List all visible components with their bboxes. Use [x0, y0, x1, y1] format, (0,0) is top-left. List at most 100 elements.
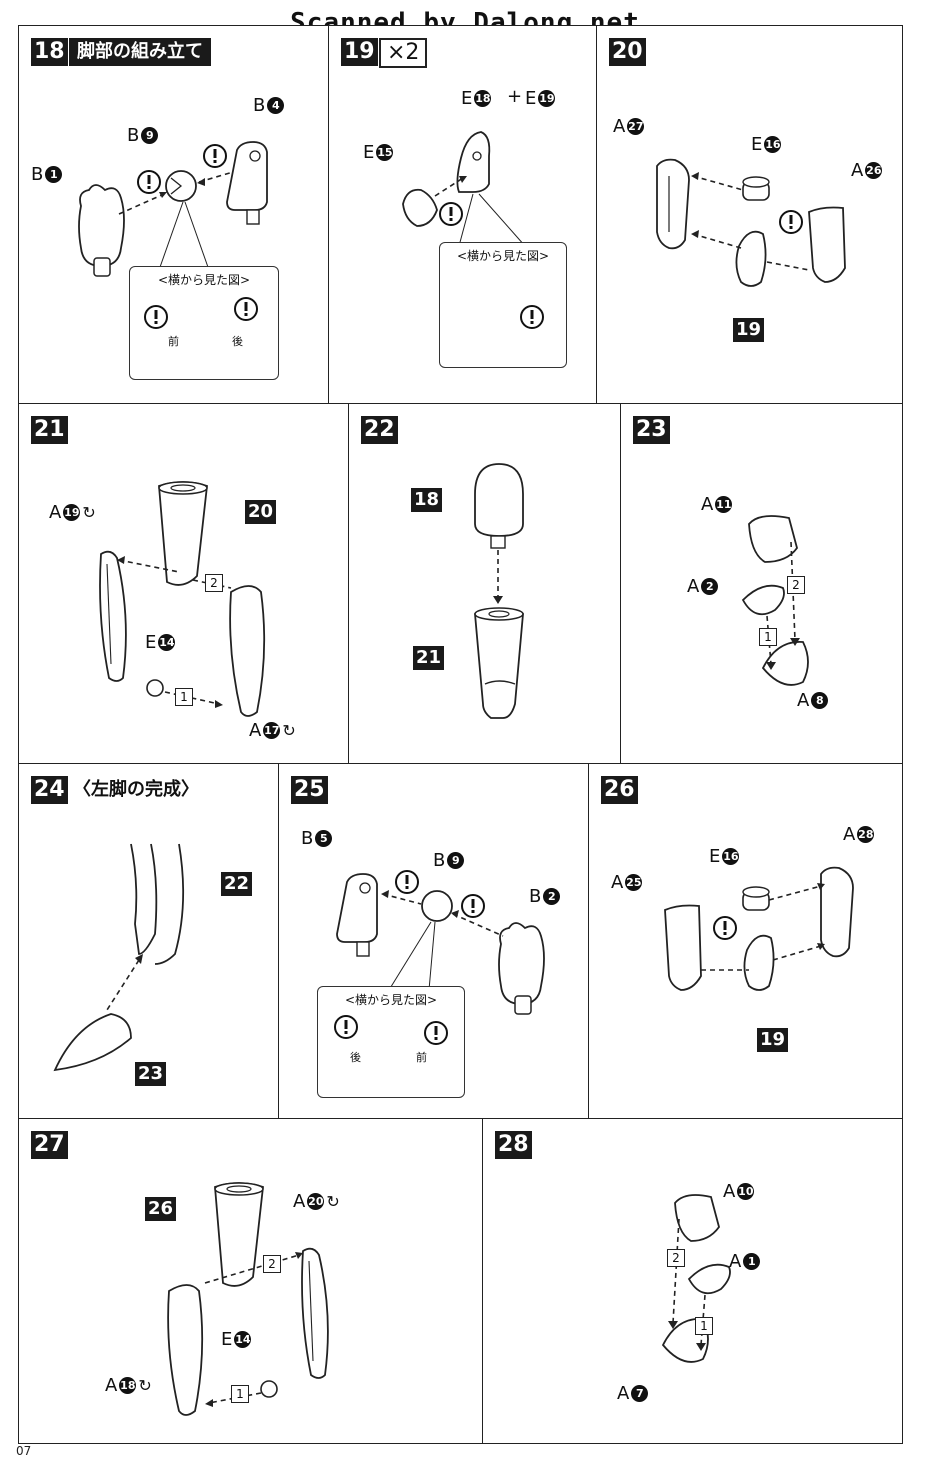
ref-assembly-20: 20	[245, 500, 277, 524]
cement-icon: ↻	[82, 503, 96, 522]
order-marker-2: 2	[205, 574, 223, 592]
step-number: 28	[495, 1131, 532, 1159]
side-view-box: <横から見た図> 前 後	[129, 266, 279, 380]
step-number: 25	[291, 776, 328, 804]
caution-icon	[779, 210, 803, 234]
step-24-panel: 24 〈左脚の完成〉 22 23	[18, 763, 280, 1120]
caution-icon	[137, 170, 161, 194]
front-label: 前	[416, 1051, 427, 1064]
step-title: 〈左脚の完成〉	[73, 779, 199, 800]
step-number: 22	[361, 416, 398, 444]
ref-assembly-21: 21	[413, 646, 445, 670]
order-marker-1: 1	[175, 688, 193, 706]
caution-icon	[424, 1021, 448, 1045]
side-view-box: <横から見た図>	[439, 242, 567, 368]
step-number: 18	[31, 38, 68, 66]
caution-icon	[461, 894, 485, 918]
front-label: 前	[168, 335, 179, 348]
caution-icon	[234, 297, 258, 321]
ref-assembly-23: 23	[135, 1062, 167, 1086]
step-number: 26	[601, 776, 638, 804]
order-marker-1: 1	[759, 628, 777, 646]
caution-icon	[144, 305, 168, 329]
step-number: 23	[633, 416, 670, 444]
ref-assembly-19: 19	[757, 1028, 789, 1052]
step-title: 脚部の組み立て	[69, 38, 211, 66]
order-marker-1: 1	[231, 1385, 249, 1403]
caution-icon	[203, 144, 227, 168]
step-number: 24	[31, 776, 68, 804]
order-marker-2: 2	[667, 1249, 685, 1267]
step-26-diagram	[664, 866, 854, 991]
step-number: 19	[341, 38, 378, 66]
ref-assembly-19: 19	[733, 318, 765, 342]
caution-icon	[520, 305, 544, 329]
step-20-diagram	[656, 158, 846, 287]
ref-assembly-26: 26	[145, 1197, 177, 1221]
step-23-diagram	[741, 515, 809, 686]
caution-icon	[439, 202, 463, 226]
plus-sign: +	[507, 86, 523, 107]
cement-icon: ↻	[138, 1376, 152, 1395]
step-21-diagram	[99, 481, 266, 717]
cement-icon: ↻	[282, 721, 296, 740]
caution-icon	[334, 1015, 358, 1039]
side-view-title: <横から見た図>	[456, 249, 550, 263]
order-marker-2: 2	[787, 576, 805, 594]
order-marker-2: 2	[263, 1255, 281, 1273]
side-view-title: <横から見た図>	[157, 273, 251, 287]
step-28-diagram	[661, 1194, 731, 1363]
caution-icon	[395, 870, 419, 894]
cement-icon: ↻	[326, 1192, 340, 1211]
step-number: 20	[609, 38, 646, 66]
side-view-box: <横から見た図> 後 前	[317, 986, 465, 1098]
step-number: 27	[31, 1131, 68, 1159]
back-label: 後	[232, 335, 243, 348]
step-24-diagram	[53, 843, 185, 1072]
step-18-panel: 18 脚部の組み立て	[18, 25, 330, 405]
side-view-title: <横から見た図>	[344, 993, 438, 1007]
page-number: 07	[16, 1444, 32, 1458]
order-marker-1: 1	[695, 1317, 713, 1335]
back-label: 後	[350, 1051, 361, 1064]
ref-assembly-22: 22	[221, 872, 253, 896]
step-number: 21	[31, 416, 68, 444]
step-22-diagram	[474, 463, 524, 719]
